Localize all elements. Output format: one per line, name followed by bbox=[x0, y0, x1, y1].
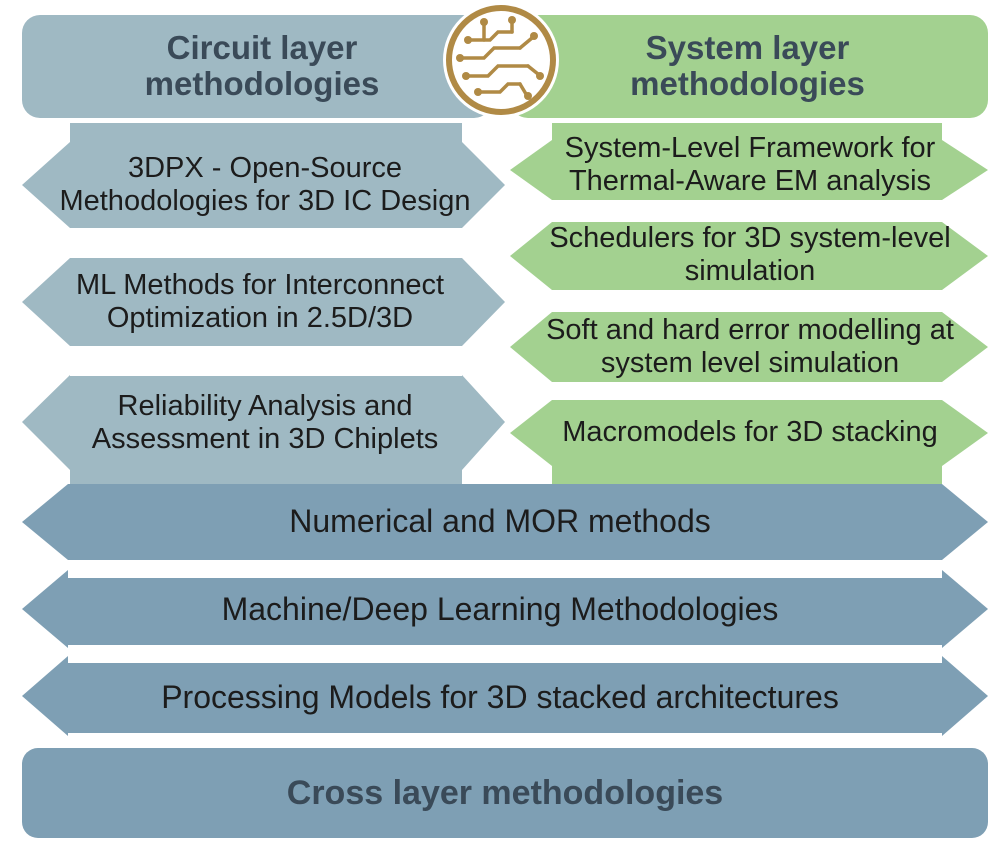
circuit-arrow-1 bbox=[22, 123, 505, 248]
system-arrow-2 bbox=[510, 210, 988, 305]
shared-arrow-3 bbox=[22, 656, 988, 736]
circuit-gap-2 bbox=[70, 346, 462, 376]
circuit-item-3: Reliability Analysis and Assessment in 3… bbox=[91, 389, 439, 455]
shared-item-1: Numerical and MOR methods bbox=[289, 502, 711, 539]
cross-layer-title: Cross layer methodologies bbox=[286, 773, 724, 812]
shared-arrow-2 bbox=[22, 570, 988, 648]
shared-item-3: Processing Models for 3D stacked archite… bbox=[161, 678, 839, 715]
system-gap-3 bbox=[552, 382, 942, 400]
shared-gap-2 bbox=[68, 645, 942, 663]
cross-layer-bar bbox=[22, 748, 988, 838]
system-arrow-3 bbox=[510, 300, 988, 396]
system-layer-title: System layer methodologies bbox=[630, 28, 865, 102]
circuit-layer-title: Circuit layer methodologies bbox=[144, 28, 380, 102]
system-item-1: System-Level Framework for Thermal-Aware… bbox=[564, 131, 936, 197]
shared-arrow-1 bbox=[22, 484, 988, 560]
shared-item-2: Machine/Deep Learning Methodologies bbox=[221, 590, 779, 627]
shared-gap-1 bbox=[68, 560, 942, 578]
system-gap-1 bbox=[552, 200, 942, 222]
system-arrow-4 bbox=[510, 390, 988, 488]
circuit-header-box bbox=[22, 15, 492, 118]
system-arrow-1 bbox=[510, 123, 988, 215]
circuit-item-2: ML Methods for Interconnect Optimization… bbox=[75, 268, 445, 334]
system-header-box bbox=[510, 15, 988, 118]
shared-gap-3 bbox=[68, 733, 942, 743]
system-gap-2 bbox=[552, 290, 942, 312]
circuit-gap-1 bbox=[70, 228, 462, 258]
system-item-3: Soft and hard error modelling at system … bbox=[546, 313, 954, 379]
circuit-item-1: 3DPX - Open-Source Methodologies for 3D … bbox=[59, 151, 471, 217]
circuit-brain-logo-icon bbox=[443, 2, 559, 118]
system-item-2: Schedulers for 3D system-level simulatio… bbox=[549, 221, 951, 287]
system-item-4: Macromodels for 3D stacking bbox=[562, 416, 938, 449]
circuit-arrow-2 bbox=[22, 243, 505, 362]
circuit-arrow-3 bbox=[22, 358, 505, 488]
